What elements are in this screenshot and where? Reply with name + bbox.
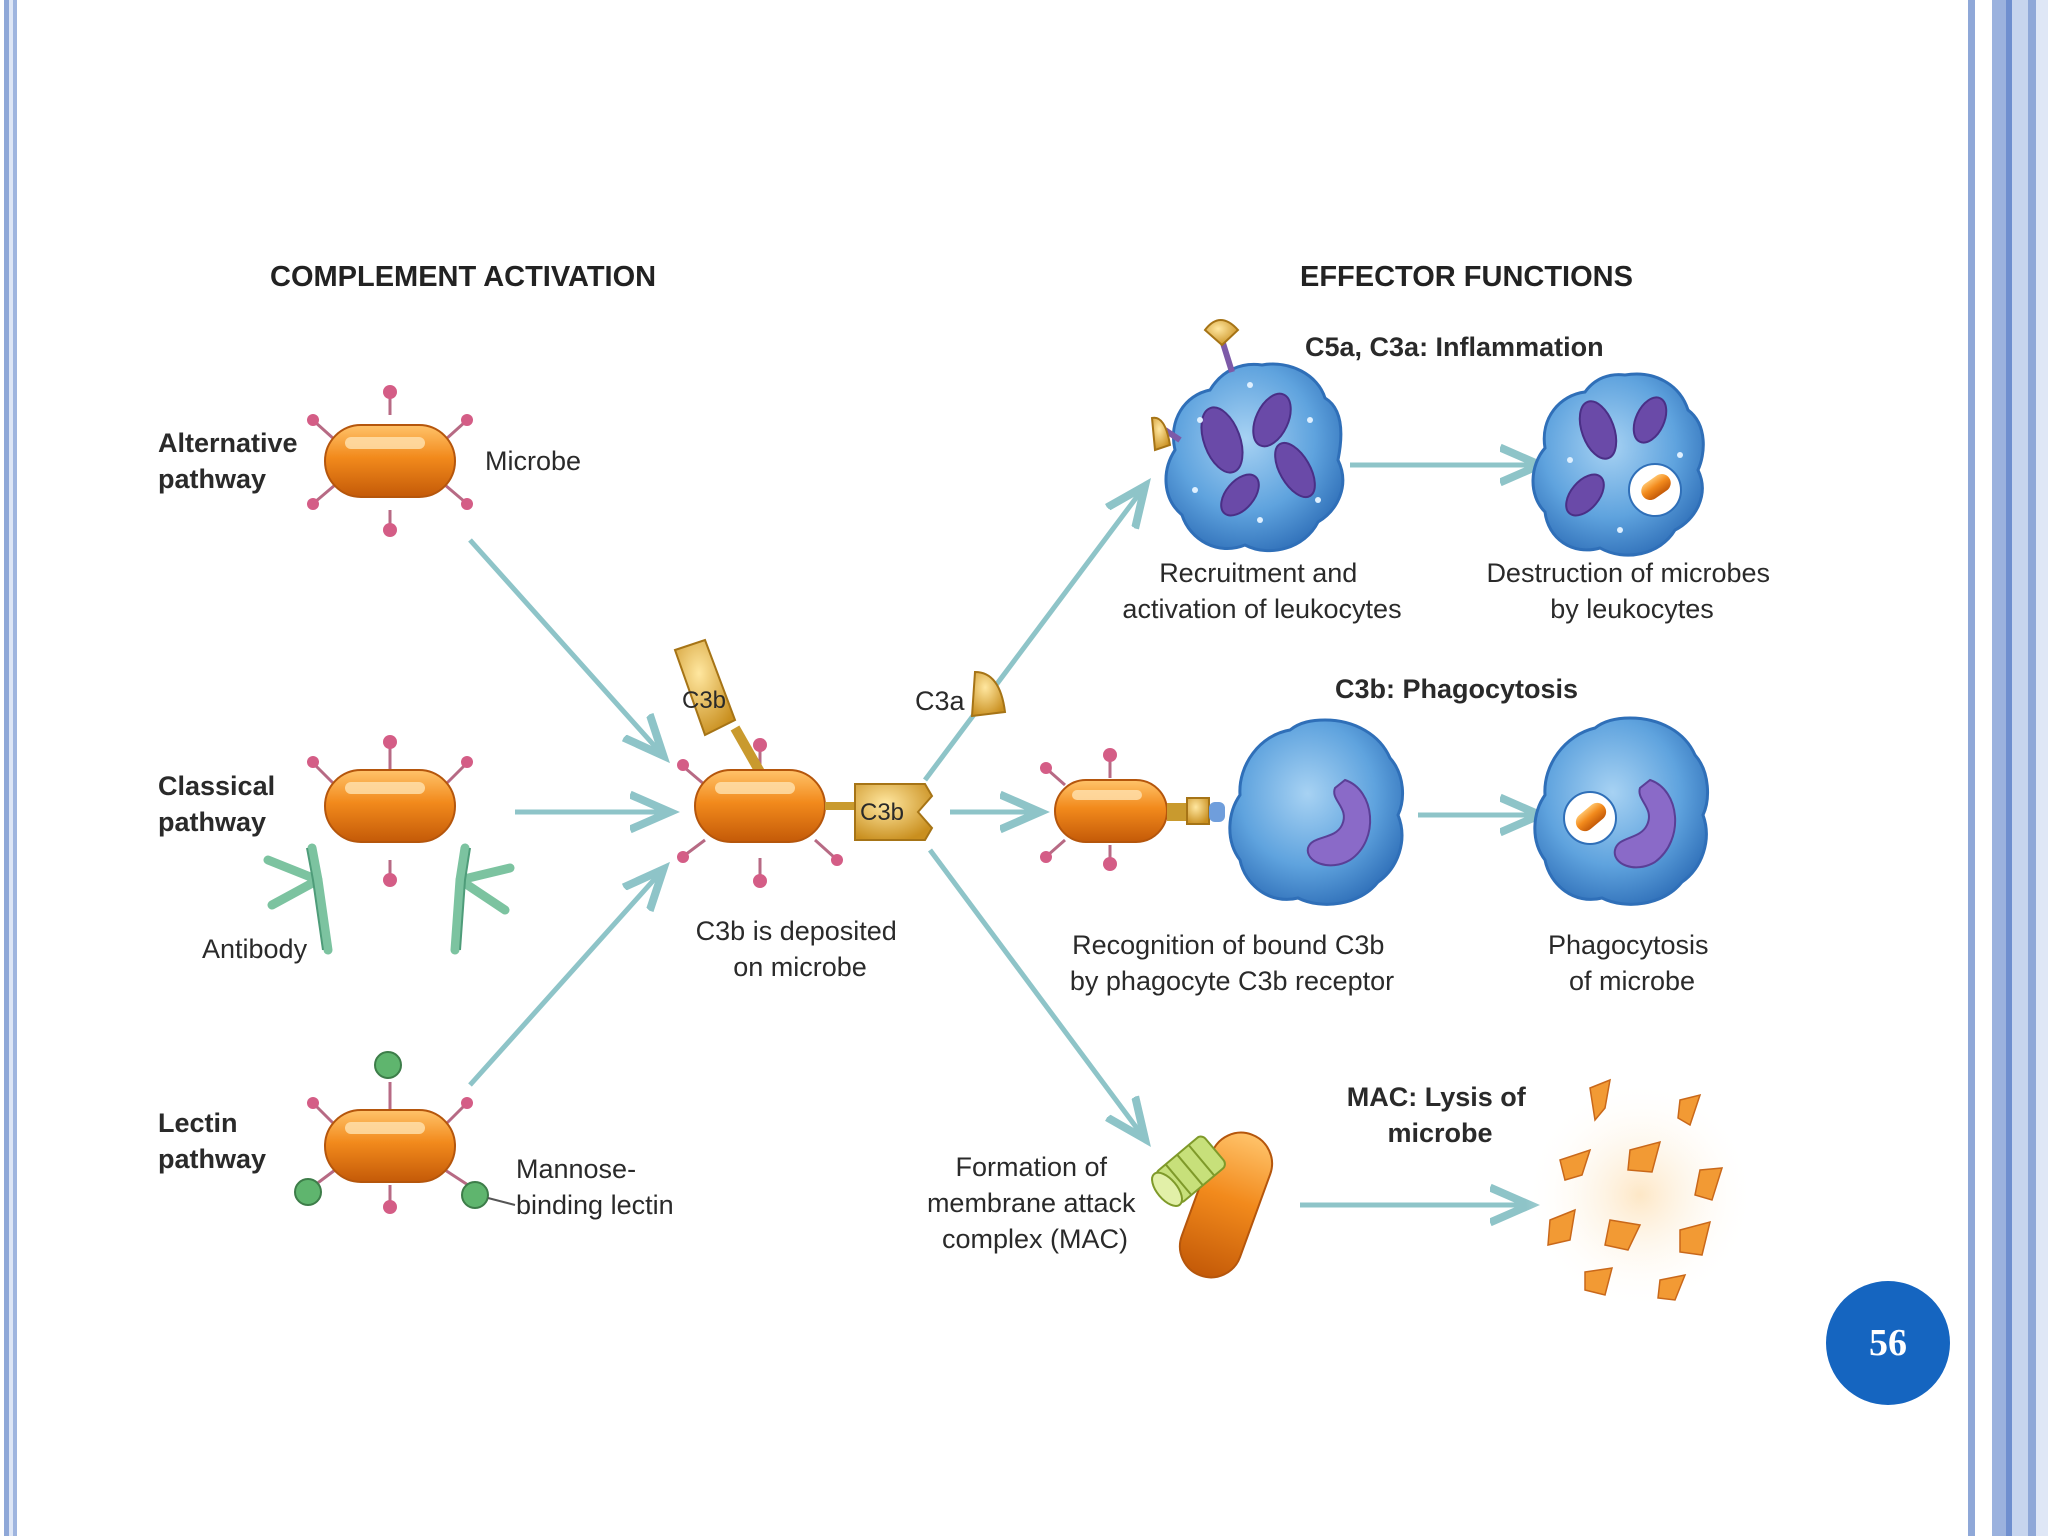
- arrow-alternative-to-c3b: [468, 538, 660, 752]
- label-microbe: Microbe: [485, 446, 581, 476]
- label-alternative-pathway: Alternative pathway: [158, 428, 305, 494]
- label-classical-pathway: Classical pathway: [158, 771, 283, 837]
- leukocyte-destruction-icon: [1531, 372, 1705, 557]
- lysed-microbe-icon: [1525, 1078, 1755, 1310]
- right-border: [1966, 0, 2048, 1536]
- microbe-lectin: [294, 1051, 516, 1214]
- page-number-badge: 56: [1826, 1281, 1950, 1405]
- leukocyte-recruitment-icon: [1150, 319, 1345, 553]
- phagocytosis-icon: [1533, 716, 1709, 906]
- microbe-recognition: [1040, 748, 1225, 871]
- mac-complex-icon: [1151, 1131, 1274, 1279]
- title-inflammation: C5a, C3a: Inflammation: [1305, 332, 1604, 362]
- label-mannose-binding-lectin: Mannose- binding lectin: [516, 1154, 674, 1220]
- label-recruitment: Recruitment and activation of leukocytes: [1122, 558, 1401, 624]
- label-mac-formation: Formation of membrane attack complex (MA…: [927, 1152, 1143, 1254]
- microbe-alternative: [307, 385, 473, 537]
- arrow-c3b-to-mac: [927, 848, 1142, 1135]
- label-destruction: Destruction of microbes by leukocytes: [1486, 558, 1777, 624]
- phagocyte-icon: [1228, 718, 1404, 906]
- label-phagocytosis-of-microbe: Phagocytosis of microbe: [1548, 930, 1716, 996]
- label-c3a: C3a: [915, 686, 966, 716]
- c3b-fragment-top: [673, 638, 737, 737]
- label-c3b-deposited: C3b is deposited on microbe: [696, 916, 905, 982]
- title-mac: MAC: Lysis of microbe: [1347, 1082, 1534, 1148]
- microbe-c3b-deposited: [673, 638, 934, 888]
- flow-arrows: [468, 465, 1535, 1205]
- label-c3b-side: C3b: [860, 799, 904, 826]
- title-phagocytosis: C3b: Phagocytosis: [1335, 674, 1578, 704]
- left-border: [0, 0, 24, 1536]
- heading-effector-functions: EFFECTOR FUNCTIONS: [1300, 261, 1633, 293]
- label-recognition: Recognition of bound C3b by phagocyte C3…: [1070, 930, 1394, 996]
- arrow-c3a-to-inflammation: [922, 490, 1142, 782]
- heading-complement-activation: COMPLEMENT ACTIVATION: [270, 261, 656, 293]
- mannose-binding-lectin-icon: [294, 1051, 489, 1209]
- microbe-classical: [307, 735, 473, 887]
- antibody-icon: [263, 843, 515, 955]
- antibody-outline: [306, 847, 471, 951]
- label-antibody: Antibody: [202, 934, 308, 964]
- label-lectin-pathway: Lectin pathway: [158, 1108, 266, 1174]
- c3b-fragment-side: [854, 783, 934, 841]
- label-c3b-top: C3b: [682, 687, 726, 714]
- arrow-lectin-to-c3b: [468, 873, 660, 1087]
- c3a-fragment-icon: [970, 670, 1007, 718]
